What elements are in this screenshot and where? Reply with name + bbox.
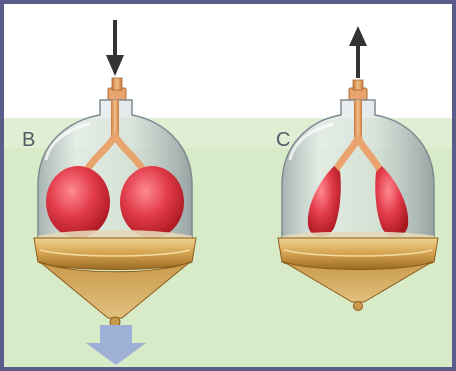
- panel-label-b: B: [22, 129, 35, 151]
- right-lung-inflated: [120, 166, 184, 238]
- left-lung-inflated: [46, 166, 110, 238]
- panel-label-c: C: [276, 129, 290, 151]
